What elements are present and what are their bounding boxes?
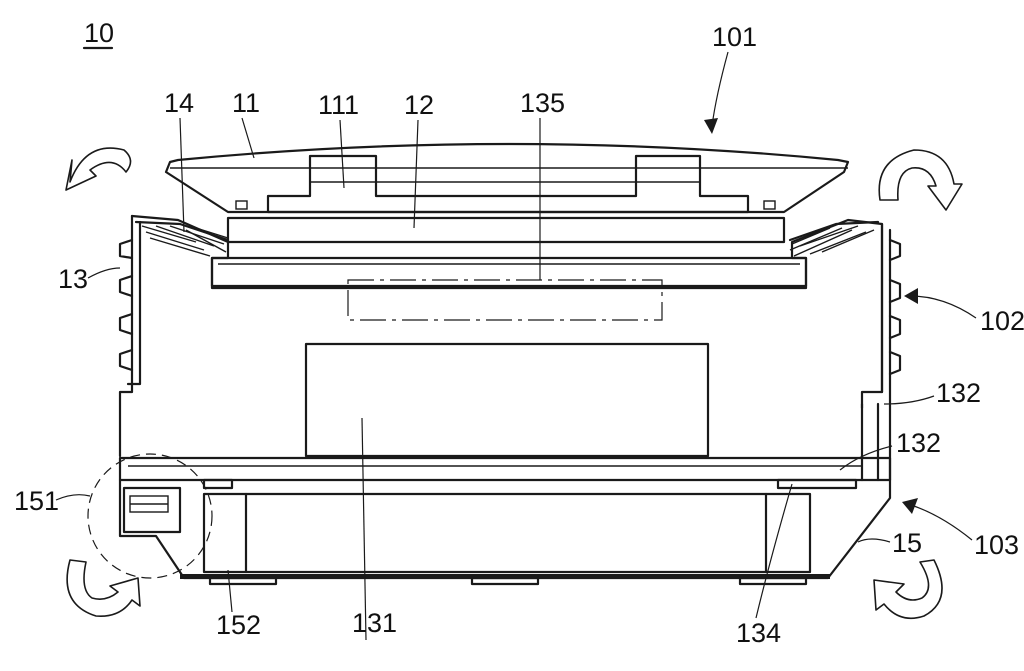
- label-131: 131: [352, 608, 397, 638]
- housing-top-outline: [130, 214, 884, 410]
- panel-111: [266, 154, 750, 214]
- label-12: 12: [404, 90, 434, 120]
- label-151: 151: [14, 486, 59, 516]
- foot-right: [738, 576, 808, 586]
- tab-right: [776, 478, 858, 490]
- arrow-101: [704, 51, 729, 134]
- tab-left: [202, 478, 234, 490]
- gasket-14: [134, 220, 880, 257]
- base-bottom-thick: [180, 574, 830, 579]
- label-152: 152: [216, 610, 261, 640]
- airflow-bottom-right: [873, 559, 943, 620]
- label-103: 103: [974, 530, 1019, 560]
- base-15: [87, 453, 892, 586]
- airflow-bottom-left: [66, 559, 141, 617]
- airflow-top-left: [65, 147, 132, 191]
- label-101: 101: [712, 22, 757, 52]
- detail-circle: [87, 453, 213, 579]
- grip-bump-r3: [888, 314, 902, 340]
- housing-left-inner: [126, 220, 142, 386]
- board-plate: [118, 456, 892, 482]
- label-132-upper: 132: [936, 378, 981, 408]
- grip-bump-l3: [118, 312, 134, 336]
- label-134: 134: [736, 618, 781, 648]
- grip-bump-r1: [888, 238, 902, 262]
- sensor-135-outline: [347, 279, 663, 321]
- housing: [118, 214, 902, 482]
- lid-slot-right: [763, 200, 776, 210]
- arrow-102: [904, 288, 977, 319]
- grip-bump-r4: [888, 350, 902, 376]
- gasket-left-edge: [134, 220, 230, 242]
- plate-12: [226, 216, 786, 244]
- label-11: 11: [232, 88, 260, 118]
- board-132: [118, 402, 892, 482]
- latch-151: [122, 486, 182, 534]
- label-15: 15: [892, 528, 922, 558]
- battery-131: [304, 342, 710, 458]
- grip-bump-l4: [118, 348, 134, 372]
- label-102: 102: [980, 306, 1024, 336]
- label-10: 10: [84, 18, 114, 48]
- lid: [164, 142, 850, 214]
- lid-slot-left: [235, 200, 248, 210]
- arrow-103: [902, 498, 973, 541]
- gasket-right-edge: [788, 220, 880, 242]
- lid-outline: [164, 142, 850, 214]
- figure-reference: 10: [82, 18, 114, 50]
- label-111: 111: [318, 90, 359, 120]
- grip-bump-l1: [118, 238, 134, 260]
- foot-center: [470, 576, 540, 586]
- foot-left: [208, 576, 278, 586]
- top-plate-assembly: [210, 154, 808, 321]
- label-13: 13: [58, 264, 88, 294]
- grip-bump-r2: [888, 278, 902, 304]
- label-14: 14: [164, 88, 194, 118]
- reference-labels: 101 11 111 12 135 14 13 102 132 132 131 …: [14, 22, 1024, 648]
- leader-lines: [55, 117, 935, 641]
- heat-plate: [210, 256, 808, 288]
- label-132-lower: 132: [896, 428, 941, 458]
- base-inner: [202, 492, 812, 574]
- grip-bump-l2: [118, 274, 134, 298]
- airflow-top-right: [878, 149, 963, 211]
- label-135: 135: [520, 88, 565, 118]
- housing-left-wall: [118, 214, 134, 458]
